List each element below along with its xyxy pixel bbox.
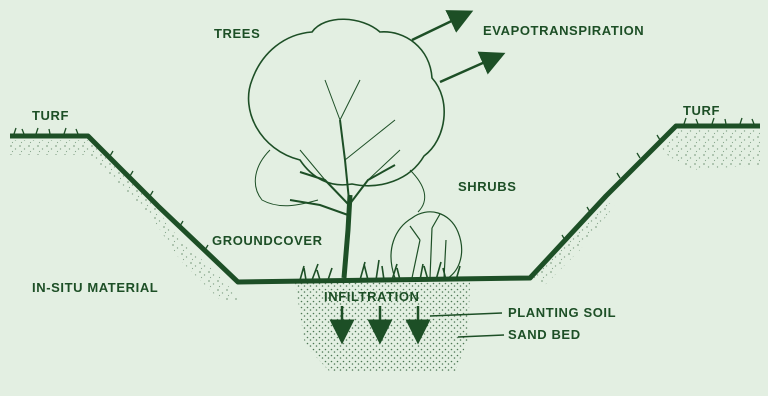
trees-label: TREES	[214, 27, 260, 40]
shrubs-label: SHRUBS	[458, 180, 517, 193]
evapotranspiration-arrows	[412, 16, 494, 82]
evapotranspiration-label: EVAPOTRANSPIRATION	[483, 24, 644, 37]
evapotranspiration-arrow-lower	[440, 58, 494, 82]
ground-profile	[10, 126, 760, 282]
groundcover-label: GROUNDCOVER	[212, 234, 323, 247]
evapotranspiration-arrow-upper	[412, 16, 462, 40]
in-situ-material-label: IN-SITU MATERIAL	[32, 281, 158, 294]
shrub-illustration	[391, 212, 462, 278]
planting-soil-label: PLANTING SOIL	[508, 306, 616, 319]
turf-right-label: TURF	[683, 104, 720, 117]
infiltration-label: INFILTRATION	[324, 290, 420, 303]
sand-bed-label: SAND BED	[508, 328, 581, 341]
turf-left-label: TURF	[32, 109, 69, 122]
